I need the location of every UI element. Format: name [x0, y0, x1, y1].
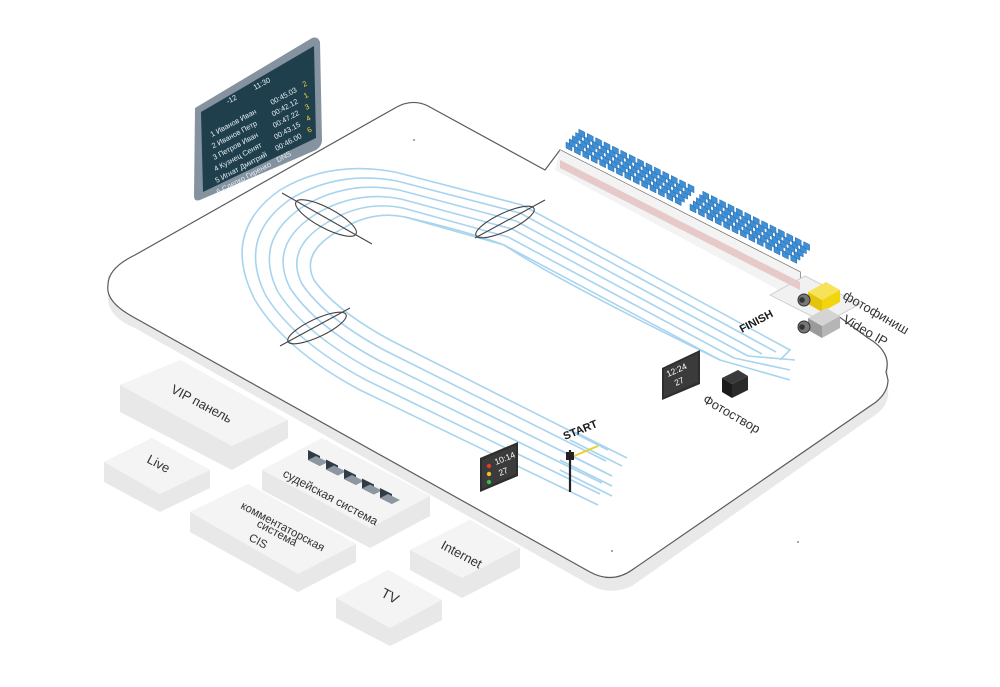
stand-seat [679, 179, 686, 190]
laptop-keyboard [362, 484, 382, 495]
stand-seat [662, 170, 670, 181]
throwing-sector-2 [474, 199, 546, 239]
stand-seat [736, 207, 743, 218]
spectator-stands [560, 128, 810, 290]
stand-seat [628, 153, 636, 164]
scoreboard-place: 2 [301, 79, 309, 89]
laptop-keyboard [380, 494, 400, 504]
photogate-device [722, 370, 748, 398]
laptop-keyboard [326, 465, 346, 476]
stand-seat [578, 128, 586, 139]
start-clock-lap: 27 [497, 465, 510, 478]
service-live: Live [104, 438, 210, 512]
stadium-platform [107, 101, 889, 591]
stand-seat [620, 149, 628, 160]
stand-seat [727, 203, 735, 214]
service-commentator-cis: комментаторская система CIS [190, 484, 356, 592]
finish-clock: 12:24 27 [662, 350, 700, 400]
stand-seat [603, 141, 611, 152]
start-post [566, 445, 599, 492]
laptop-keyboard [308, 456, 328, 466]
stand-seat [769, 224, 777, 235]
scoreboard-place: 4 [304, 113, 312, 123]
service-tv: TV [336, 570, 442, 646]
stand-seat [586, 132, 594, 143]
tv-label: TV [379, 585, 403, 608]
ip-video-camera [797, 308, 840, 338]
start-clock: 10:14 27 [480, 442, 518, 492]
stand-seat [786, 232, 794, 243]
service-vip-panel: VIP панель [120, 360, 288, 470]
laptop-keyboard [344, 475, 364, 485]
scoreboard-place: 3 [303, 102, 311, 112]
stand-seat [752, 215, 760, 226]
scoreboard-place: 6 [306, 125, 314, 135]
scoreboard-place: 1 [302, 90, 310, 100]
throwing-sector-3 [279, 307, 351, 347]
stand-seat [719, 199, 726, 210]
throwing-sector-1 [281, 192, 373, 245]
stand-seat [595, 137, 602, 148]
finish-clock-lap: 27 [673, 375, 686, 388]
stand-seat [778, 228, 785, 239]
stand-seat [794, 236, 802, 247]
stand-seat [654, 166, 661, 177]
stand-seat [710, 194, 718, 205]
stand-seat [612, 145, 619, 156]
stand-seat [687, 183, 695, 194]
stand-seat [744, 211, 752, 222]
stand-seat [637, 158, 644, 169]
running-track [241, 167, 796, 506]
stand-seat [702, 190, 710, 201]
scoreboard-header-left: -12 [225, 93, 239, 106]
service-internet: Internet [410, 520, 520, 598]
stand-seat [761, 220, 768, 231]
stand-seat [645, 162, 653, 173]
stand-seat [670, 174, 678, 185]
photofinish-camera [797, 282, 840, 312]
stand-seat [803, 241, 810, 252]
stand-base [560, 160, 800, 290]
